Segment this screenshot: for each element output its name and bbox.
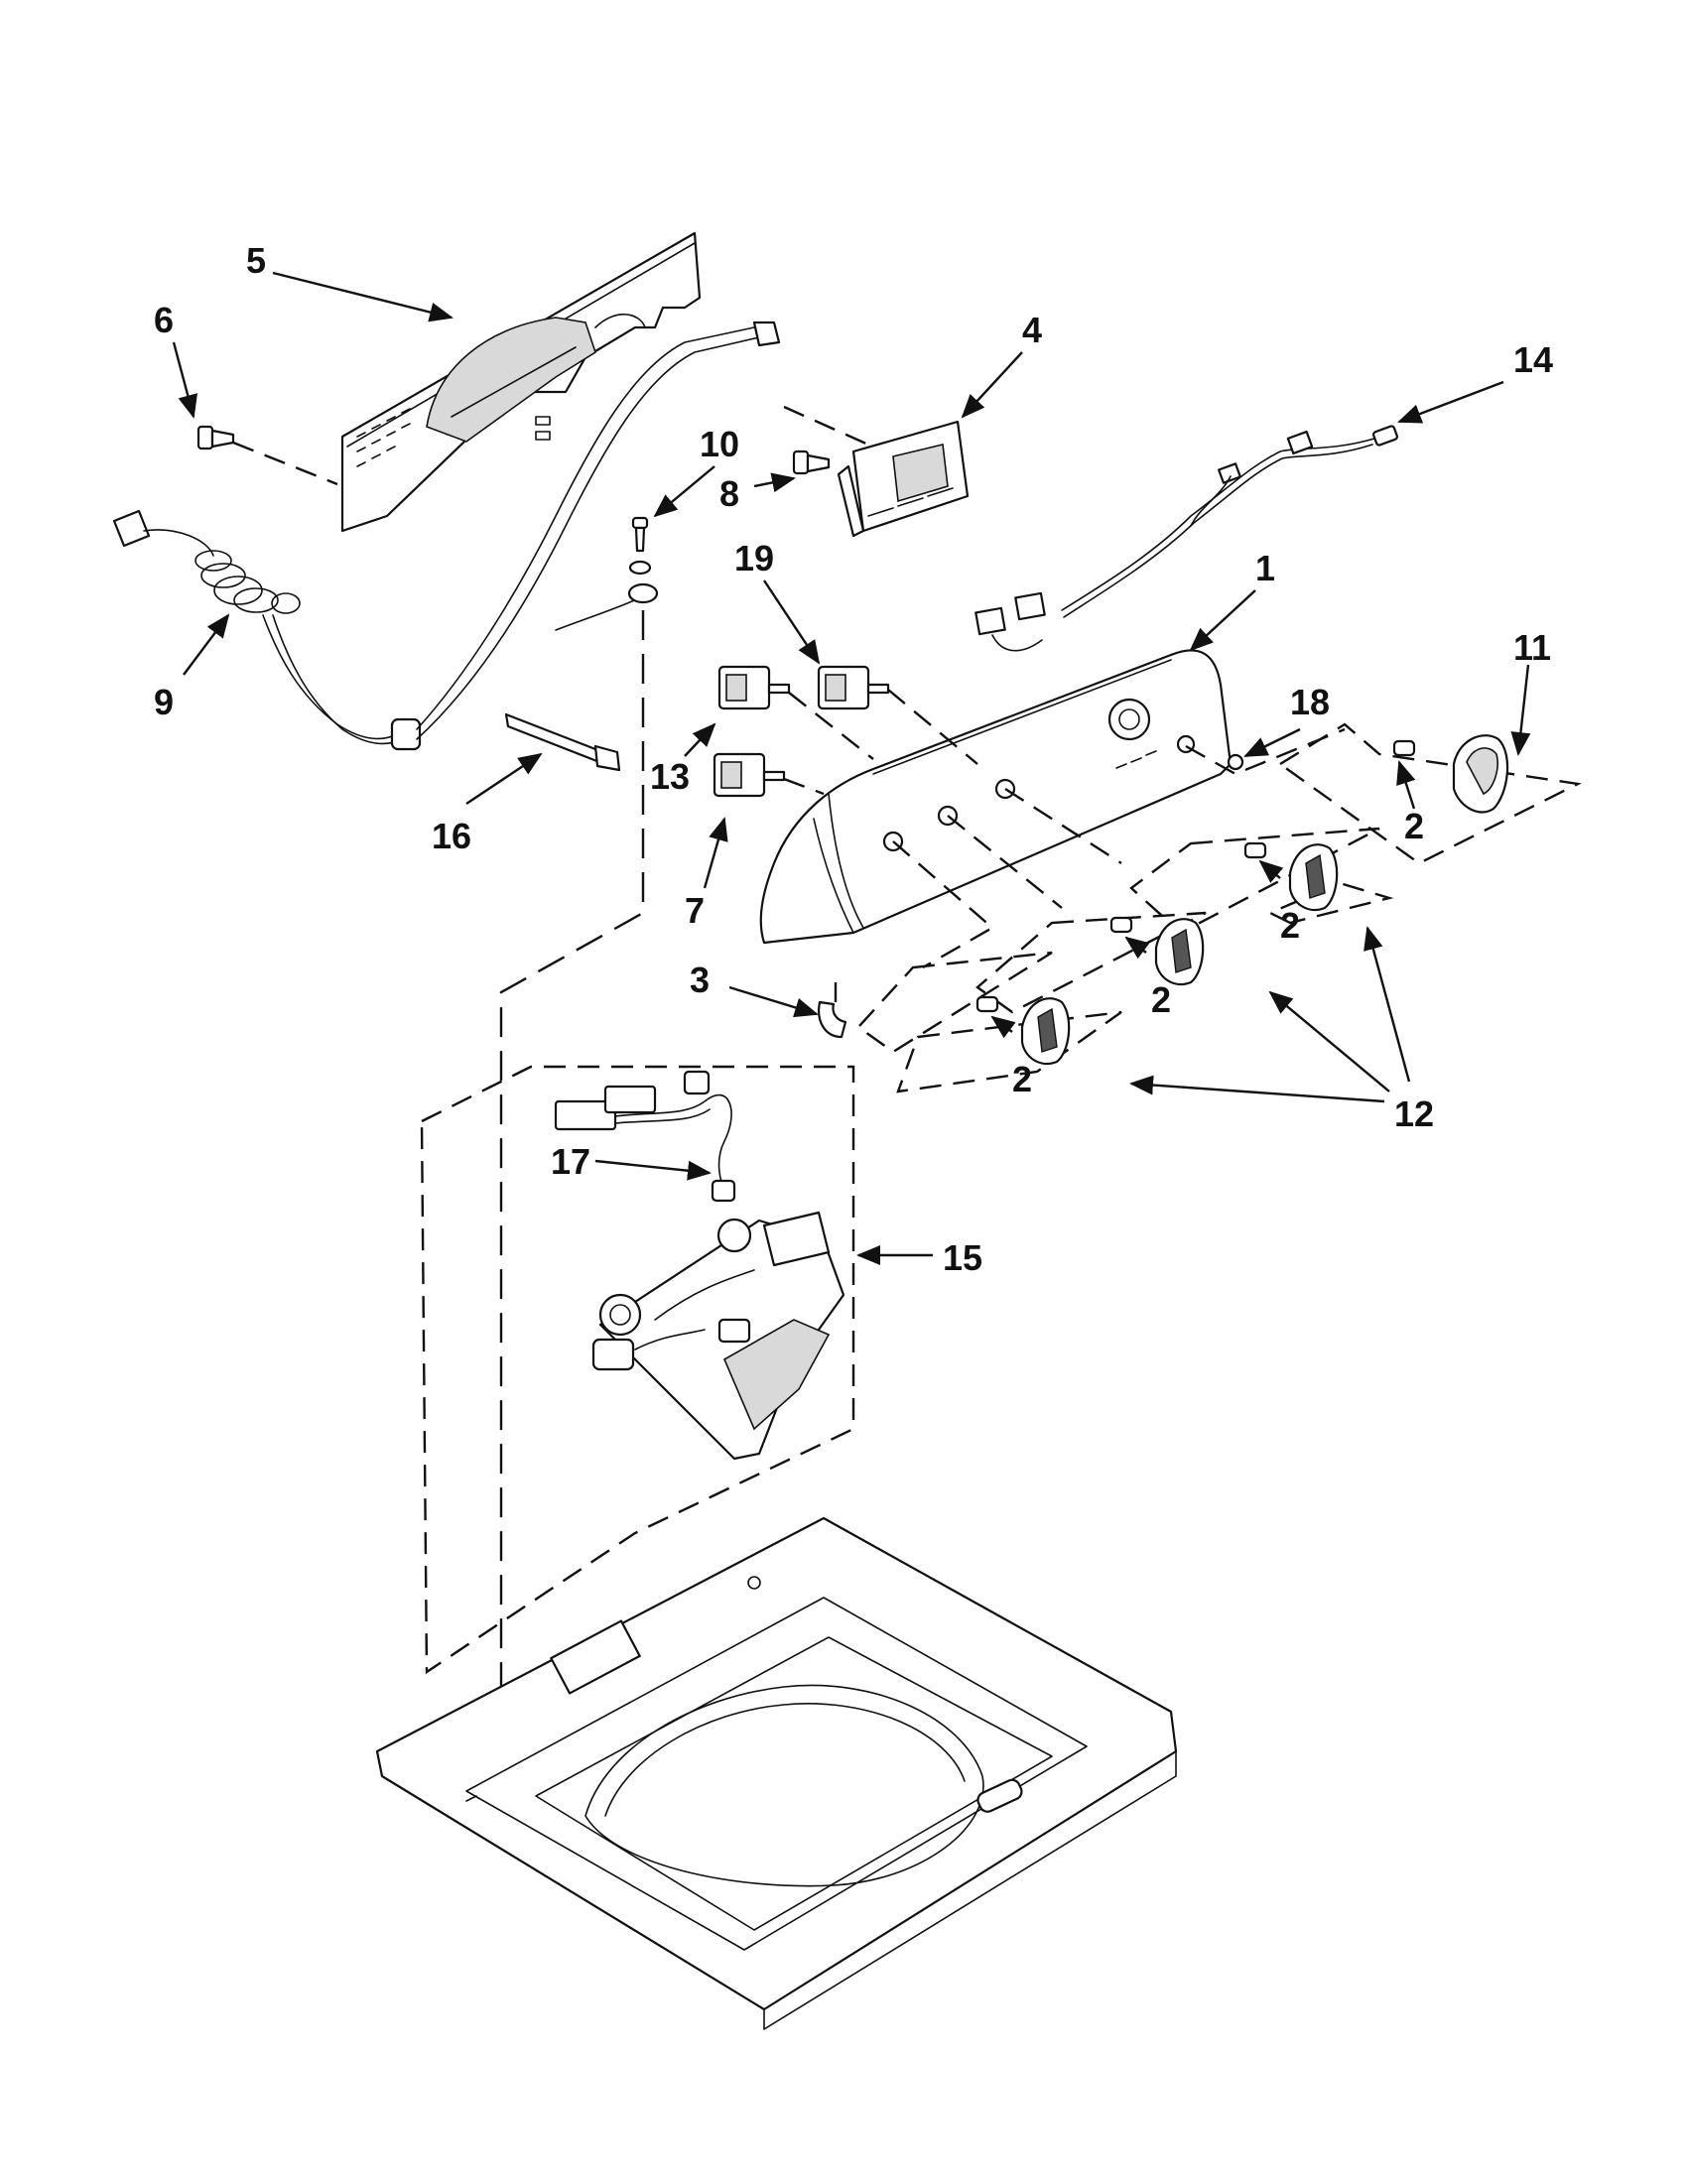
clip-part-18	[1227, 753, 1244, 771]
callout-2a: 2	[1404, 806, 1424, 846]
cabinet-top	[375, 1516, 1178, 2030]
valve-assembly-part-15	[591, 1211, 845, 1461]
switch-part-13	[717, 665, 791, 710]
callout-17: 17	[551, 1141, 590, 1182]
cable-tie-part-16	[504, 712, 621, 772]
leader-lines	[172, 271, 1531, 1265]
callout-15: 15	[943, 1237, 982, 1278]
callout-2b: 2	[1280, 905, 1300, 946]
switch-part-19	[817, 665, 890, 710]
callout-14: 14	[1513, 339, 1553, 380]
callout-16: 16	[432, 816, 471, 856]
ground-screw-part-10	[627, 516, 659, 604]
knob-part-12-b	[1109, 916, 1205, 986]
callout-6: 6	[154, 300, 174, 340]
console-part-1	[759, 649, 1233, 945]
callout-11: 11	[1513, 627, 1551, 668]
callout-8: 8	[719, 473, 739, 514]
callout-10: 10	[700, 424, 739, 464]
control-board-part-4	[837, 420, 970, 538]
screw-part-6	[196, 425, 235, 450]
callout-5: 5	[246, 240, 266, 281]
knob-part-12-a	[1243, 841, 1339, 912]
callout-4: 4	[1022, 310, 1042, 350]
callout-13: 13	[650, 756, 690, 797]
callout-12: 12	[1394, 1093, 1434, 1134]
callout-3: 3	[690, 960, 710, 1000]
callout-2c: 2	[1151, 979, 1171, 1020]
knob-part-12-c	[975, 995, 1071, 1066]
callout-9: 9	[154, 682, 174, 722]
knob-part-11	[1392, 734, 1509, 814]
callout-2d: 2	[1012, 1059, 1032, 1099]
callout-19: 19	[734, 538, 774, 578]
clip-part-3	[818, 1000, 847, 1039]
wire-harness-part-14	[974, 425, 1398, 652]
wiring-harness-part-17	[554, 1070, 736, 1203]
callout-1: 1	[1255, 548, 1275, 588]
callout-labels: 5 6 4 14 10 8 19 1 11 18 9 13 16 7 2 2 2…	[154, 240, 1553, 1278]
callout-18: 18	[1290, 682, 1330, 722]
power-cord-part-9	[112, 321, 781, 751]
switch-part-7	[713, 752, 786, 798]
screw-part-8	[792, 450, 831, 475]
rear-panel-part	[340, 231, 702, 533]
callout-7: 7	[685, 890, 705, 931]
